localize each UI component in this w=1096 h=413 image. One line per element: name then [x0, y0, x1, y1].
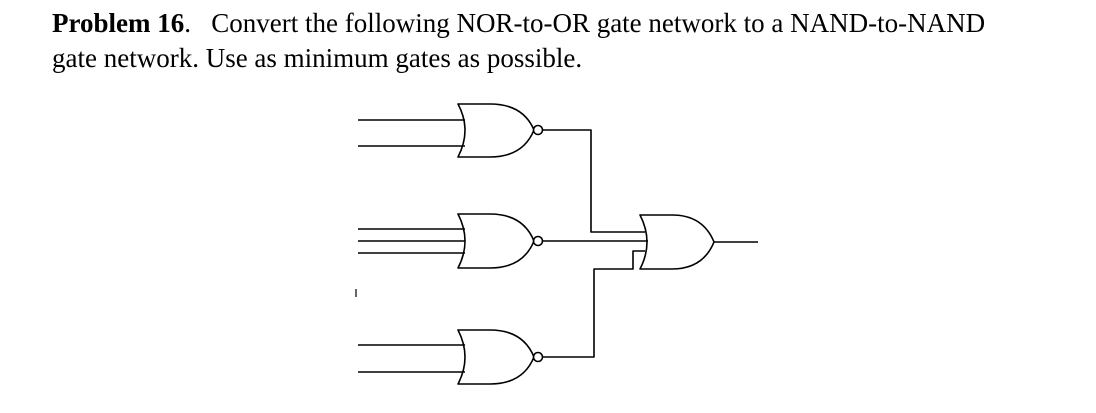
gate-2-body	[457, 213, 535, 269]
gate-3-body	[457, 329, 535, 385]
gate-1-body	[457, 103, 535, 158]
nor-gate-1	[358, 103, 645, 233]
problem-label-punct: .	[184, 8, 191, 38]
nor-gate-3	[358, 250, 645, 385]
problem-line-1: Convert the following NOR-to-OR gate net…	[211, 8, 986, 38]
gate-3-output-wire	[542, 250, 645, 358]
or-gate-body	[639, 214, 715, 270]
problem-statement: Problem 16. Convert the following NOR-to…	[52, 6, 1062, 76]
gate-1-output-wire	[542, 129, 645, 233]
gate-1-inversion-bubble	[532, 124, 544, 136]
gate-3-inversion-bubble	[532, 351, 544, 363]
gate-2-inversion-bubble	[532, 235, 544, 247]
problem-label: Problem 16	[52, 8, 185, 38]
or-gate-output	[639, 214, 758, 270]
problem-line-2: gate network. Use as minimum gates as po…	[52, 43, 583, 73]
nor-gate-2	[358, 213, 648, 269]
